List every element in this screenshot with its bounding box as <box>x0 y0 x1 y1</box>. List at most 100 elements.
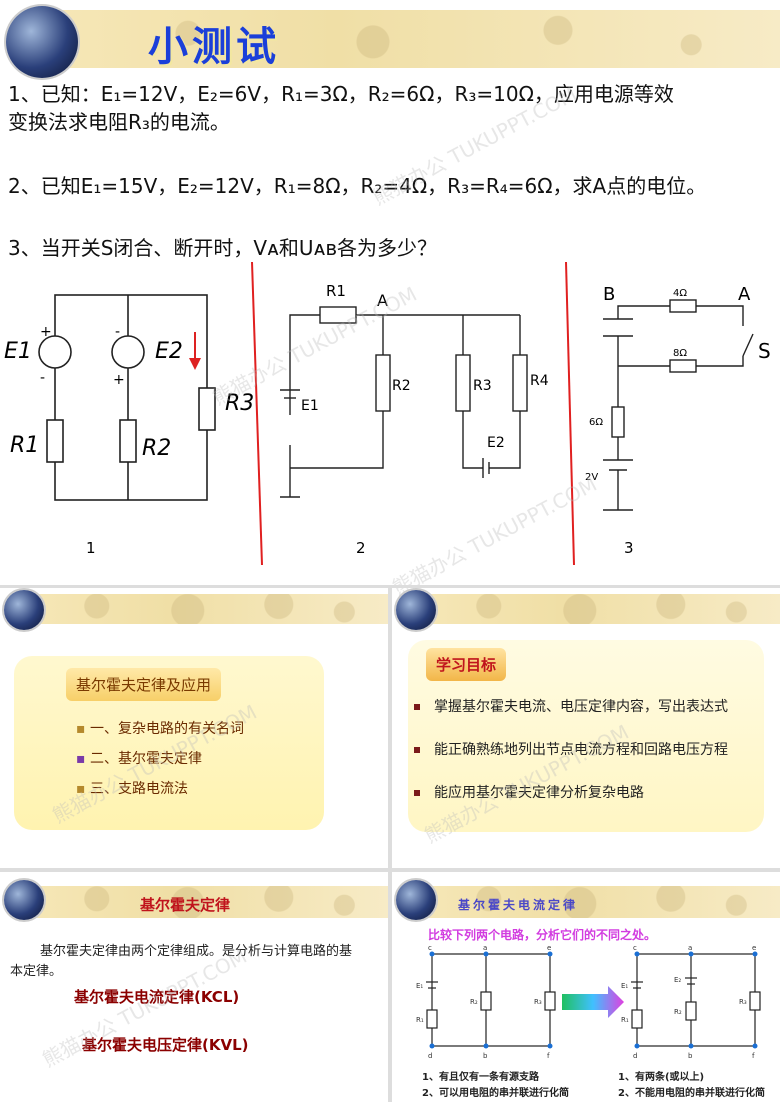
goal-item-label: 能应用基尔霍夫定律分析复杂电路 <box>434 785 644 801</box>
bullet-icon <box>414 747 420 753</box>
outline-item-label: 一、复杂电路的有关名词 <box>89 721 244 737</box>
c1-plus-1: + <box>40 324 52 340</box>
e1-label: E₁ <box>416 982 423 990</box>
c3-4ohm-label: 4Ω <box>673 288 687 299</box>
c2-r2-label: R2 <box>392 378 411 394</box>
c3-s-label: S <box>758 339 771 363</box>
intro-line1: 基尔霍夫定律由两个定律组成。是分析与计算电路的基 <box>40 944 353 959</box>
slide-banner <box>416 886 780 918</box>
slide-2: 基尔霍夫定律及应用 ▪ 一、复杂电路的有关名词 ▪ 二、基尔霍夫定律 ▪ 三、支… <box>0 588 388 868</box>
slide-1: 小测试 1、已知：E₁=12V，E₂=6V，R₁=3Ω，R₂=6Ω，R₃=10Ω… <box>4 6 780 600</box>
goal-item-label: 能正确熟练地列出节点电流方程和回路电压方程 <box>434 742 728 758</box>
node-c-label: c <box>428 944 432 952</box>
slide-4: 基尔霍夫定律 基尔霍夫定律由两个定律组成。是分析与计算电路的基 本定律。 基尔霍… <box>0 872 388 1102</box>
outline-item: ▪ 一、复杂电路的有关名词 <box>76 721 244 737</box>
globe-icon <box>4 880 44 920</box>
circuit-1-diagram: E1 E2 R1 R2 R3 + - - + 1 <box>4 294 254 557</box>
circuit-2-diagram: R1 A R2 R3 R4 E1 E2 2 <box>280 282 549 557</box>
bullet-icon <box>414 704 420 710</box>
outline-item-label: 三、支路电流法 <box>89 781 188 797</box>
node-f-label: f <box>547 1052 550 1060</box>
r3-label: R₃ <box>534 998 542 1006</box>
c2-r1-label: R1 <box>326 282 346 300</box>
left-note-2: 2、可以用电阻的串并联进行化简 <box>422 1088 569 1099</box>
globe-icon <box>4 590 44 630</box>
slide-3: 学习目标 掌握基尔霍夫电流、电压定律内容，写出表达式 能正确熟练地列出节点电流方… <box>392 588 780 868</box>
node-d-label: d <box>633 1052 637 1060</box>
section-heading: 基尔霍夫定律及应用 <box>66 668 222 701</box>
slide-banner <box>40 10 780 68</box>
left-note-1: 1、有且仅有一条有源支路 <box>422 1072 539 1083</box>
node-a-label: a <box>483 944 487 952</box>
outline-item: ▪ 二、基尔霍夫定律 <box>76 751 202 767</box>
r1-label: R₁ <box>621 1016 629 1024</box>
node-e-label: e <box>752 944 756 952</box>
c2-r4-label: R4 <box>530 373 549 389</box>
question-3: 3、当开关S闭合、断开时，Vᴀ和Uᴀʙ各为多少？ <box>8 236 438 260</box>
c3-b-label: B <box>603 284 615 305</box>
node-e-label: e <box>547 944 551 952</box>
goal-item: 掌握基尔霍夫电流、电压定律内容，写出表达式 <box>414 696 728 716</box>
c1-caption: 1 <box>86 539 96 557</box>
c2-e2-label: E2 <box>487 435 505 451</box>
goal-item: 能正确熟练地列出节点电流方程和回路电压方程 <box>414 739 728 759</box>
goal-item: 能应用基尔霍夫定律分析复杂电路 <box>414 782 644 802</box>
c2-e1-label: E1 <box>301 398 319 414</box>
c1-e1-label: E1 <box>4 339 32 364</box>
node-d-label: d <box>428 1052 432 1060</box>
r2-label: R₂ <box>674 1008 682 1016</box>
slide-banner <box>416 594 780 624</box>
slide-separator <box>388 585 392 1102</box>
c1-r3-label: R3 <box>225 391 254 416</box>
question-1-line1: 1、已知：E₁=12V，E₂=6V，R₁=3Ω，R₂=6Ω，R₃=10Ω，应用电… <box>8 82 674 106</box>
c2-a-label: A <box>377 291 388 310</box>
circuit-3-diagram: B A 4Ω 8Ω S 6Ω 2V 3 <box>585 284 771 557</box>
right-note-1: 1、有两条(或以上) <box>618 1072 705 1083</box>
c2-caption: 2 <box>356 539 366 557</box>
c1-minus-2: - <box>115 324 120 340</box>
r2-label: R₂ <box>470 998 478 1006</box>
node-c-label: c <box>633 944 637 952</box>
r3-label: R₃ <box>739 998 747 1006</box>
c3-caption: 3 <box>624 539 634 557</box>
globe-icon <box>396 880 436 920</box>
r1-label: R₁ <box>416 1016 424 1024</box>
slide-banner <box>24 594 388 624</box>
c3-8ohm-label: 8Ω <box>673 348 687 359</box>
slide-title: 小测试 <box>148 23 280 70</box>
slide-subtitle: 比较下列两个电路，分析它们的不同之处。 <box>428 928 657 942</box>
kcl-compare-diagram: c a e d b f E₁ R₁ R₂ R₃ c a e d b f E₁ R… <box>416 944 761 1060</box>
question-2: 2、已知E₁=15V，E₂=12V，R₁=8Ω，R₂=4Ω，R₃=R₄=6Ω，求… <box>8 174 707 198</box>
c1-plus-2: + <box>113 372 125 388</box>
slide-banner <box>24 886 388 918</box>
goal-item-label: 掌握基尔霍夫电流、电压定律内容，写出表达式 <box>434 699 728 715</box>
slide-heading: 基尔霍夫电流定律 <box>458 898 579 912</box>
intro-line2: 本定律。 <box>10 964 63 979</box>
c3-2v-label: 2V <box>585 472 598 483</box>
node-b-label: b <box>483 1052 488 1060</box>
divider-line-2 <box>565 261 575 566</box>
kvl-label: 基尔霍夫电压定律(KVL) <box>82 1036 249 1054</box>
c3-a-label: A <box>738 284 751 305</box>
c1-r2-label: R2 <box>142 436 171 461</box>
divider-line-1 <box>251 261 263 566</box>
globe-icon <box>6 6 78 78</box>
slide-heading: 基尔霍夫定律 <box>140 896 231 914</box>
node-f-label: f <box>752 1052 755 1060</box>
c3-6ohm-label: 6Ω <box>589 417 603 428</box>
right-note-2: 2、不能用电阻的串并联进行化简 <box>618 1088 765 1099</box>
c1-minus-1: - <box>40 370 45 386</box>
node-b-label: b <box>688 1052 693 1060</box>
section-heading: 学习目标 <box>426 648 507 681</box>
outline-item-label: 二、基尔霍夫定律 <box>89 751 202 767</box>
globe-icon <box>396 590 436 630</box>
c1-e2-label: E2 <box>155 339 183 364</box>
c2-r3-label: R3 <box>473 378 492 394</box>
c1-r1-label: R1 <box>10 433 39 458</box>
e2-label: E₂ <box>674 976 681 984</box>
question-1-line2: 变换法求电阻R₃的电流。 <box>8 110 230 134</box>
slide-5: 基尔霍夫电流定律 比较下列两个电路，分析它们的不同之处。 <box>392 872 780 1102</box>
node-a-label: a <box>688 944 692 952</box>
bullet-icon <box>414 790 420 796</box>
e1-label: E₁ <box>621 982 628 990</box>
